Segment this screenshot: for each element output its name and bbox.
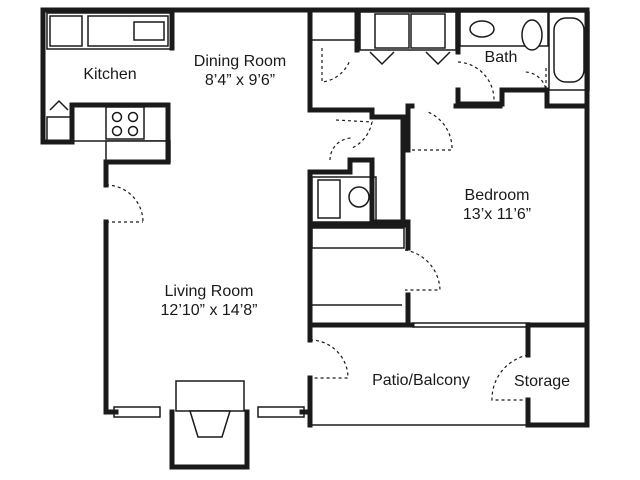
range-burner — [127, 111, 139, 123]
storage-label: Storage — [514, 372, 570, 391]
wall — [40, 7, 175, 188]
room-size: 8’4” x 9’6” — [204, 72, 276, 89]
door-swing — [491, 354, 529, 401]
kitchen-peninsula — [105, 140, 171, 163]
bathtub-basin — [553, 17, 585, 83]
hall-closet-shelf — [311, 227, 405, 249]
door-swing — [329, 137, 353, 161]
door-swing — [412, 111, 453, 151]
window — [113, 406, 161, 418]
bath-label: Bath — [485, 48, 518, 67]
toilet — [521, 19, 543, 51]
range-burner — [111, 111, 123, 123]
bedroom-label: Bedroom 13’x 11’6” — [463, 186, 531, 224]
range-burner — [111, 125, 123, 137]
wall — [369, 107, 406, 225]
water-heater — [348, 186, 370, 208]
door-swing — [321, 48, 351, 83]
wall — [169, 409, 250, 470]
door-swing — [335, 119, 373, 149]
furnace — [317, 179, 341, 219]
room-size: 12’10” x 14’8” — [160, 302, 258, 319]
bifold-door — [369, 51, 395, 66]
wall — [499, 87, 550, 107]
door-swing — [457, 61, 495, 101]
door-swing — [309, 339, 349, 379]
closet-arrow-icon — [49, 99, 69, 111]
washer — [374, 13, 410, 49]
door-swing — [404, 249, 441, 291]
room-size: 13’x 11’6” — [462, 206, 532, 223]
kitchen-closet — [46, 116, 72, 143]
room-name: Storage — [513, 373, 571, 390]
kitchen-sink — [133, 21, 165, 41]
room-name: Bath — [484, 49, 518, 66]
utility-closet — [311, 176, 377, 223]
door-swing — [523, 68, 547, 91]
living-room-label: Living Room 12’10” x 14’8” — [161, 282, 258, 320]
room-name: Kitchen — [83, 66, 137, 83]
patio-label: Patio/Balcony — [372, 371, 470, 390]
dryer — [410, 13, 446, 49]
door-swing — [105, 184, 144, 223]
kitchen-label: Kitchen — [83, 65, 136, 84]
bifold-door — [425, 51, 451, 66]
wall — [307, 157, 406, 225]
window — [257, 406, 305, 418]
room-name: Bedroom — [464, 187, 530, 204]
room-name: Living Room — [164, 283, 254, 300]
room-name: Dining Room — [193, 53, 287, 70]
fireplace-hearth — [175, 380, 245, 412]
refrigerator — [49, 15, 83, 47]
dining-room-label: Dining Room 8’4” x 9’6” — [194, 52, 286, 90]
fireplace-box — [188, 410, 232, 438]
room-name: Patio/Balcony — [372, 372, 470, 389]
sink — [469, 20, 495, 38]
range — [105, 106, 145, 140]
range-burner — [127, 125, 139, 137]
